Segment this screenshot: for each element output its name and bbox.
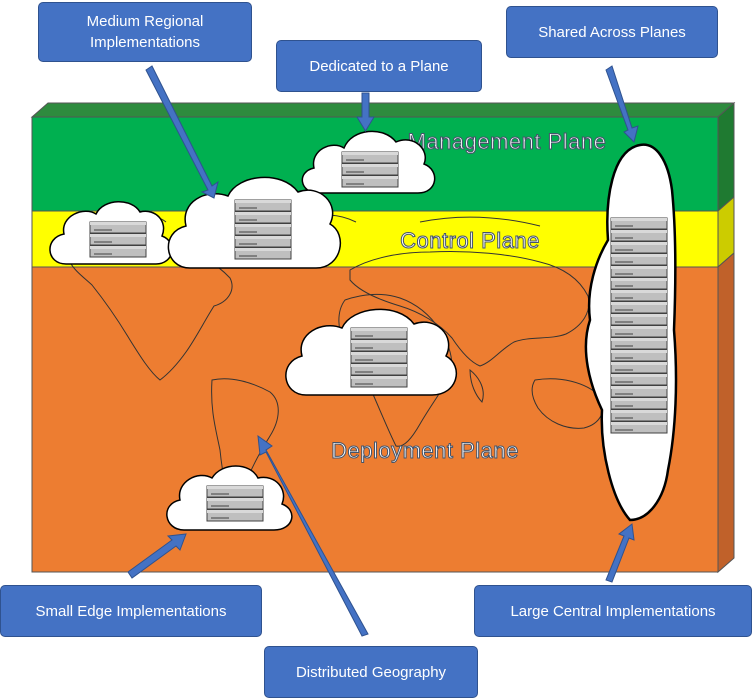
management-plane-label: Management Plane bbox=[408, 129, 607, 154]
deployment-plane-label: Deployment Plane bbox=[331, 438, 519, 463]
arrow-distributed bbox=[257, 434, 369, 637]
arrow-medium-regional bbox=[145, 65, 219, 199]
callout-medium-regional: Medium Regional Implementations bbox=[38, 2, 252, 62]
cloud-control-small bbox=[49, 201, 173, 265]
server-stack-icon bbox=[89, 221, 147, 258]
callout-small-edge: Small Edge Implementations bbox=[0, 585, 262, 637]
cloud-edge bbox=[166, 465, 293, 531]
cloud-management bbox=[301, 130, 436, 194]
arrow-large-central bbox=[605, 523, 635, 583]
server-stack-icon bbox=[234, 199, 292, 260]
cloud-deployment-center bbox=[285, 308, 457, 396]
arrow-small-edge bbox=[127, 533, 187, 579]
server-stack-icon bbox=[610, 217, 668, 434]
server-stack-icon bbox=[350, 327, 408, 388]
callout-large-central: Large Central Implementations bbox=[474, 585, 752, 637]
arrow-shared bbox=[605, 65, 639, 143]
callout-distributed: Distributed Geography bbox=[264, 646, 478, 698]
slab-side-management bbox=[717, 101, 735, 213]
cloud-control-medium bbox=[167, 176, 342, 269]
slab-side-deployment bbox=[717, 251, 735, 574]
server-stack-icon bbox=[341, 151, 399, 188]
callout-shared: Shared Across Planes bbox=[506, 6, 718, 58]
cloud-large-central bbox=[584, 143, 678, 522]
arrow-dedicated bbox=[356, 92, 375, 132]
slab-top-face bbox=[30, 102, 736, 118]
server-stack-icon bbox=[206, 485, 264, 522]
callout-dedicated: Dedicated to a Plane bbox=[276, 40, 482, 92]
control-plane-label: Control Plane bbox=[400, 228, 540, 253]
